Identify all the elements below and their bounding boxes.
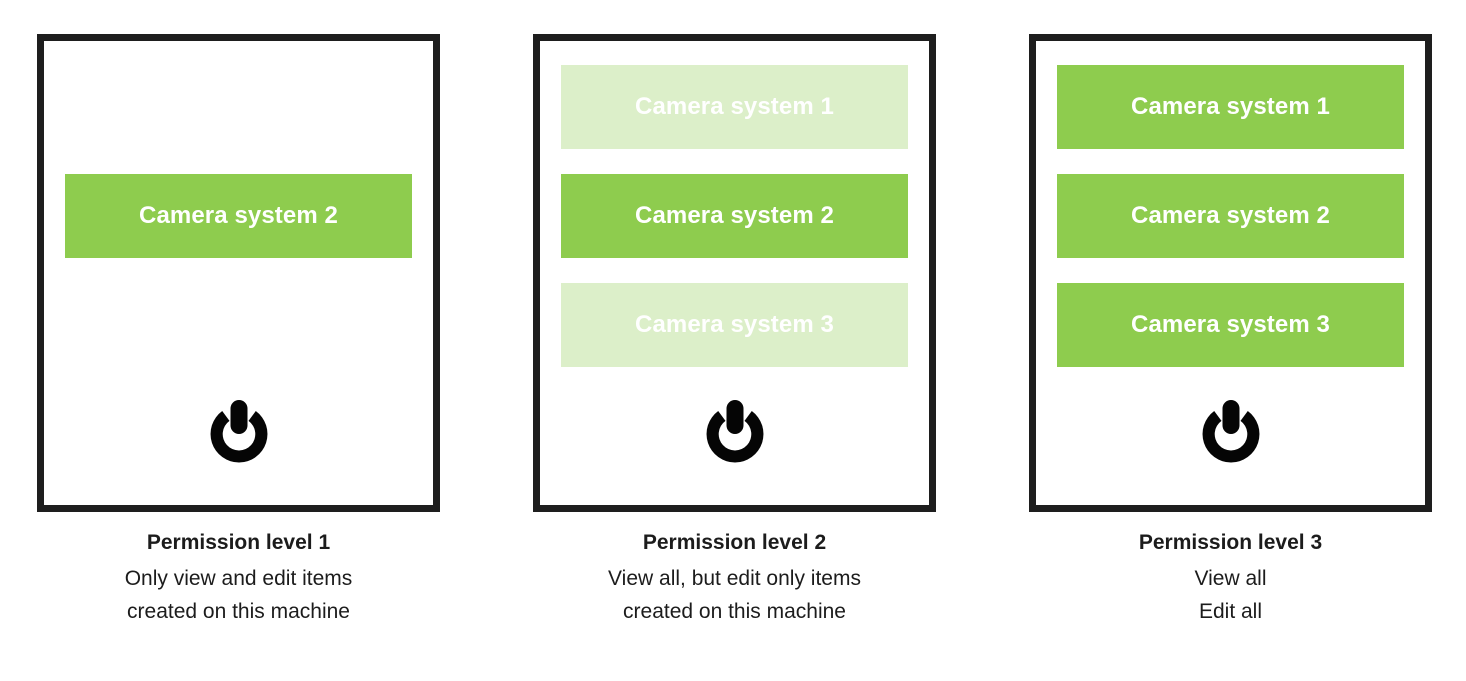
- camera-system-list-2: Camera system 1 Camera system 2 Camera s…: [561, 65, 908, 367]
- camera-system-bar[interactable]: Camera system 2: [561, 174, 908, 258]
- power-icon: [540, 398, 929, 464]
- caption-line-1: Only view and edit items: [124, 567, 353, 590]
- power-icon: [44, 398, 433, 464]
- camera-system-bar[interactable]: Camera system 1: [1057, 65, 1404, 149]
- caption-title: Permission level 1: [146, 531, 331, 554]
- permission-level-panel-3: Camera system 1 Camera system 2 Camera s…: [1029, 0, 1432, 623]
- camera-system-label: Camera system 1: [1131, 93, 1330, 120]
- camera-system-bar: Camera system 3: [65, 283, 412, 367]
- camera-system-bar[interactable]: Camera system 2: [65, 174, 412, 258]
- camera-system-label: Camera system 3: [1131, 311, 1330, 338]
- camera-system-list-1: Camera system 1 Camera system 2 Camera s…: [65, 65, 412, 367]
- caption-line-2: created on this machine: [127, 600, 350, 623]
- camera-system-label: Camera system 2: [139, 202, 338, 229]
- camera-system-label: Camera system 2: [1131, 202, 1330, 229]
- caption-line-1: View all, but edit only items: [608, 567, 861, 590]
- camera-system-label: Camera system 3: [635, 311, 834, 338]
- caption-line-2: created on this machine: [623, 600, 846, 623]
- caption-title: Permission level 2: [642, 531, 827, 554]
- panel-caption-2: Permission level 2 View all, but edit on…: [533, 528, 936, 628]
- power-icon: [1036, 398, 1425, 464]
- panel-caption-3: Permission level 3 View all Edit all: [1029, 528, 1432, 628]
- caption-line-2: Edit all: [1198, 600, 1263, 623]
- camera-system-bar[interactable]: Camera system 3: [1057, 283, 1404, 367]
- caption-line-1: View all: [1194, 567, 1267, 590]
- machine-box-1: Camera system 1 Camera system 2 Camera s…: [37, 34, 440, 512]
- camera-system-bar[interactable]: Camera system 3: [561, 283, 908, 367]
- camera-system-list-3: Camera system 1 Camera system 2 Camera s…: [1057, 65, 1404, 367]
- permission-level-panel-1: Camera system 1 Camera system 2 Camera s…: [37, 0, 440, 623]
- camera-system-bar[interactable]: Camera system 1: [561, 65, 908, 149]
- camera-system-label: Camera system 1: [635, 93, 834, 120]
- panel-caption-1: Permission level 1 Only view and edit it…: [37, 528, 440, 628]
- machine-box-3: Camera system 1 Camera system 2 Camera s…: [1029, 34, 1432, 512]
- machine-box-2: Camera system 1 Camera system 2 Camera s…: [533, 34, 936, 512]
- camera-system-bar: Camera system 1: [65, 65, 412, 149]
- camera-system-bar[interactable]: Camera system 2: [1057, 174, 1404, 258]
- camera-system-label: Camera system 2: [635, 202, 834, 229]
- permission-level-panel-2: Camera system 1 Camera system 2 Camera s…: [533, 0, 936, 623]
- caption-title: Permission level 3: [1138, 531, 1323, 554]
